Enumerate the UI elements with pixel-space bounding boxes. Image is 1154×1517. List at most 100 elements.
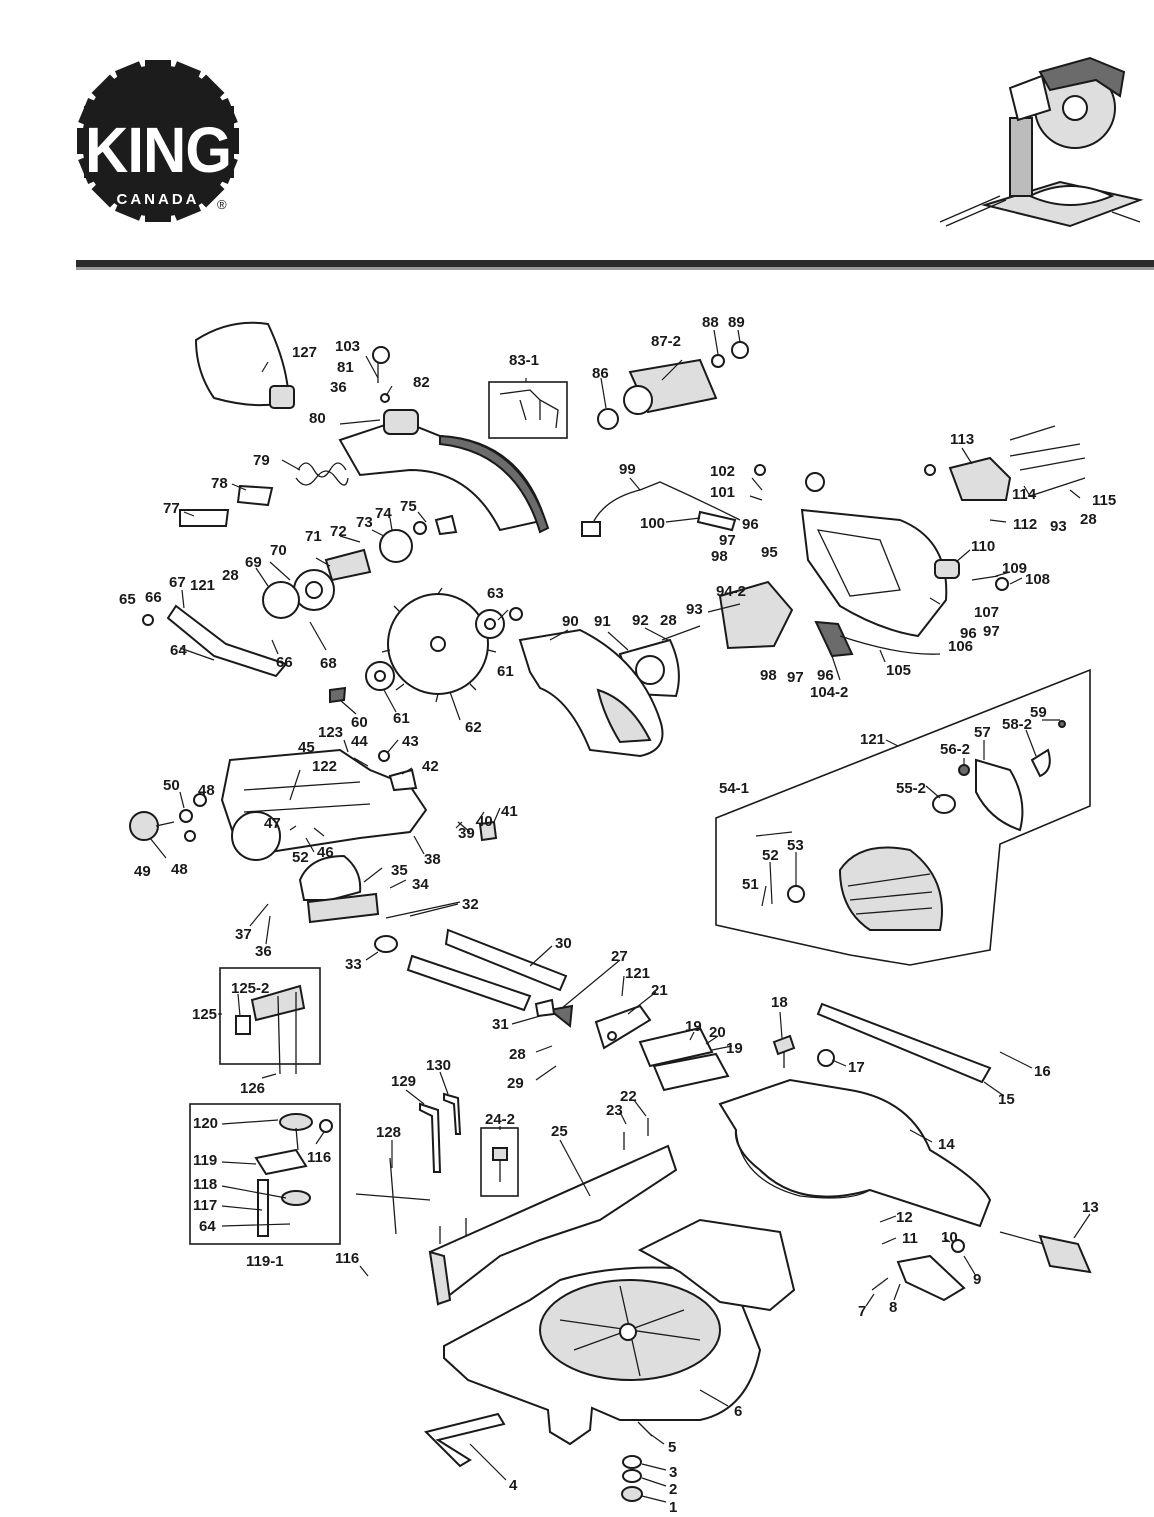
registered-mark: ® <box>217 197 227 212</box>
part-label: 14 <box>938 1136 955 1153</box>
part-label: 103 <box>335 338 360 355</box>
part-label: 36 <box>255 943 272 960</box>
part-label: 72 <box>330 523 347 540</box>
miter-saw-thumbnail <box>939 56 1144 228</box>
part-label: 50 <box>163 777 180 794</box>
part-label: 13 <box>1082 1199 1099 1216</box>
part-label: 36 <box>330 379 347 396</box>
part-label: 110 <box>971 538 995 555</box>
part-label: 28 <box>509 1046 526 1063</box>
part-label: 102 <box>710 463 735 480</box>
part-label: 119-1 <box>246 1253 284 1270</box>
header-rule-dark <box>76 260 1154 267</box>
part-label: 66 <box>276 654 293 671</box>
part-label: 52 <box>762 847 779 864</box>
parts-drawing <box>129 321 1092 1502</box>
part-label: 106 <box>948 638 973 655</box>
part-label: 31 <box>492 1016 509 1033</box>
part-label: 21 <box>651 982 668 999</box>
part-label: 2 <box>669 1481 677 1498</box>
part-label: 30 <box>555 935 572 952</box>
part-label: 130 <box>426 1057 451 1074</box>
part-label: 22 <box>620 1088 637 1105</box>
part-label: 118 <box>193 1176 217 1193</box>
king-canada-logo: KING CANADA ® <box>77 60 239 222</box>
part-label: 123 <box>318 724 343 741</box>
part-label: 90 <box>562 613 579 630</box>
part-label: 57 <box>974 724 991 741</box>
part-label: 96 <box>742 516 759 533</box>
part-label: 60 <box>351 714 368 731</box>
part-label: 9 <box>973 1271 981 1288</box>
part-label: 61 <box>393 710 410 727</box>
part-label: 25 <box>551 1123 568 1140</box>
part-label: 99 <box>619 461 636 478</box>
part-125-box <box>219 967 321 1065</box>
part-label: 37 <box>235 926 252 943</box>
part-label: 19 <box>685 1018 702 1035</box>
part-label: 34 <box>412 876 429 893</box>
part-label: 129 <box>391 1073 416 1090</box>
part-label: 94-2 <box>716 583 746 600</box>
part-label: 89 <box>728 314 745 331</box>
part-label: 98 <box>760 667 777 684</box>
part-label: 92 <box>632 612 649 629</box>
part-label: 97 <box>719 532 736 549</box>
part-label: 126 <box>240 1080 265 1097</box>
part-label: 120 <box>193 1115 218 1132</box>
part-label: 41 <box>501 803 518 820</box>
part-label: 65 <box>119 591 136 608</box>
part-label: 63 <box>487 585 504 602</box>
part-label: 95 <box>761 544 778 561</box>
part-label: 11 <box>902 1230 918 1247</box>
part-label: 28 <box>222 567 239 584</box>
part-label: 56-2 <box>940 741 970 758</box>
part-label: 27 <box>611 948 628 965</box>
part-label: 64 <box>199 1218 216 1235</box>
part-label: 16 <box>1034 1063 1051 1080</box>
part-label: 53 <box>787 837 804 854</box>
part-label: 70 <box>270 542 287 559</box>
part-label: 93 <box>686 601 703 618</box>
part-label: 119 <box>193 1152 217 1169</box>
part-label: 10 <box>941 1229 958 1246</box>
gear-icon <box>77 60 239 222</box>
part-label: 121 <box>190 577 215 594</box>
part-label: 23 <box>606 1102 623 1119</box>
part-label: 115 <box>1092 492 1116 509</box>
part-label: 125-2 <box>231 980 269 997</box>
part-label: 75 <box>400 498 417 515</box>
part-label: 15 <box>998 1091 1015 1108</box>
part-label: 121 <box>860 731 885 748</box>
part-label: 35 <box>391 862 408 879</box>
part-label: 19 <box>726 1040 743 1057</box>
part-label: 86 <box>592 365 609 382</box>
part-label: 45 <box>298 739 315 756</box>
part-label: 38 <box>424 851 441 868</box>
part-label: 88 <box>702 314 719 331</box>
part-label: 52 <box>292 849 309 866</box>
part-label: 96 <box>960 625 977 642</box>
part-label: 100 <box>640 515 665 532</box>
part-label: 29 <box>507 1075 524 1092</box>
part-label: 74 <box>375 505 392 522</box>
part-label: 96 <box>817 667 834 684</box>
part-label: 32 <box>462 896 479 913</box>
part-label: 61 <box>497 663 514 680</box>
part-label: 116 <box>335 1250 359 1267</box>
part-label: 117 <box>193 1197 217 1214</box>
part-label: 71 <box>305 528 322 545</box>
part-119-1-box <box>189 1103 341 1245</box>
part-label: 108 <box>1025 571 1050 588</box>
part-label: 5 <box>668 1439 676 1456</box>
part-label: 67 <box>169 574 186 591</box>
part-label: 54-1 <box>719 780 749 797</box>
part-label: 104-2 <box>810 684 848 701</box>
part-label: 24-2 <box>485 1111 515 1128</box>
part-label: 78 <box>211 475 228 492</box>
part-label: 97 <box>787 669 804 686</box>
part-label: 91 <box>594 613 611 630</box>
part-label: 112 <box>1013 516 1037 533</box>
part-label: 7 <box>858 1303 866 1320</box>
part-label: 87-2 <box>651 333 681 350</box>
